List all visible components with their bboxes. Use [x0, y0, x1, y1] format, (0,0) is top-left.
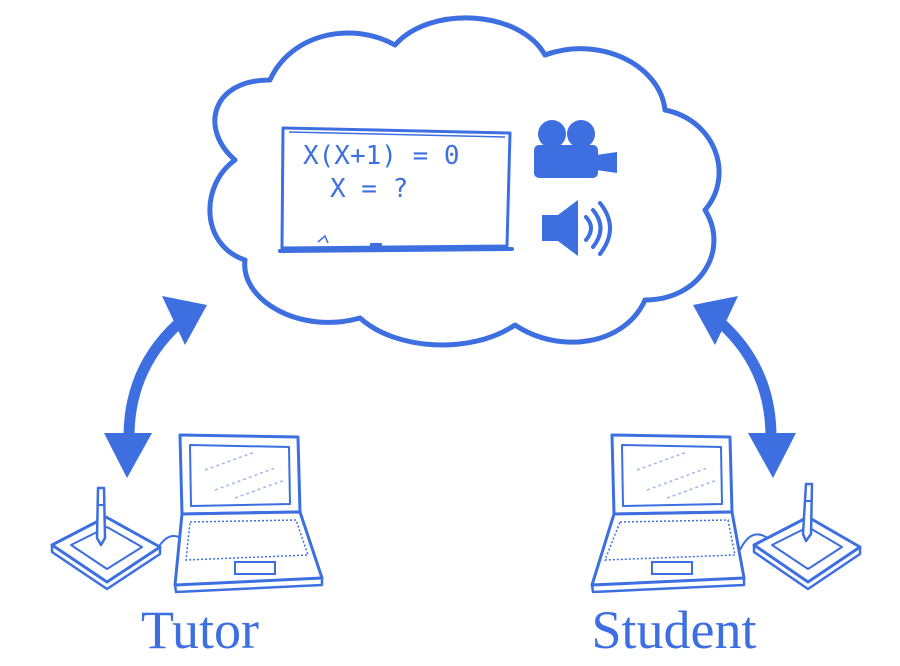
whiteboard-equation-line2: X = ?: [330, 174, 408, 204]
video-camera-icon: [534, 120, 617, 178]
tutor-label: Tutor: [141, 600, 259, 660]
student-laptop-icon: [590, 433, 746, 594]
speaker-icon: [542, 200, 612, 256]
whiteboard-equation-line1: X(X+1) = 0: [303, 141, 460, 171]
cloud: [207, 15, 722, 348]
student-pen-tablet: [739, 482, 862, 591]
tutor-connection-arrow: [104, 296, 207, 478]
whiteboard: X(X+1) = 0 X = ?: [278, 126, 514, 253]
stylus-icon: [801, 482, 814, 543]
student-label: Student: [591, 600, 756, 660]
tutor-pen-tablet: [50, 486, 191, 591]
stylus-icon: [95, 486, 107, 547]
student-connection-arrow: [693, 296, 796, 478]
tutor-laptop-icon: [173, 433, 324, 594]
chalk: [370, 243, 382, 247]
